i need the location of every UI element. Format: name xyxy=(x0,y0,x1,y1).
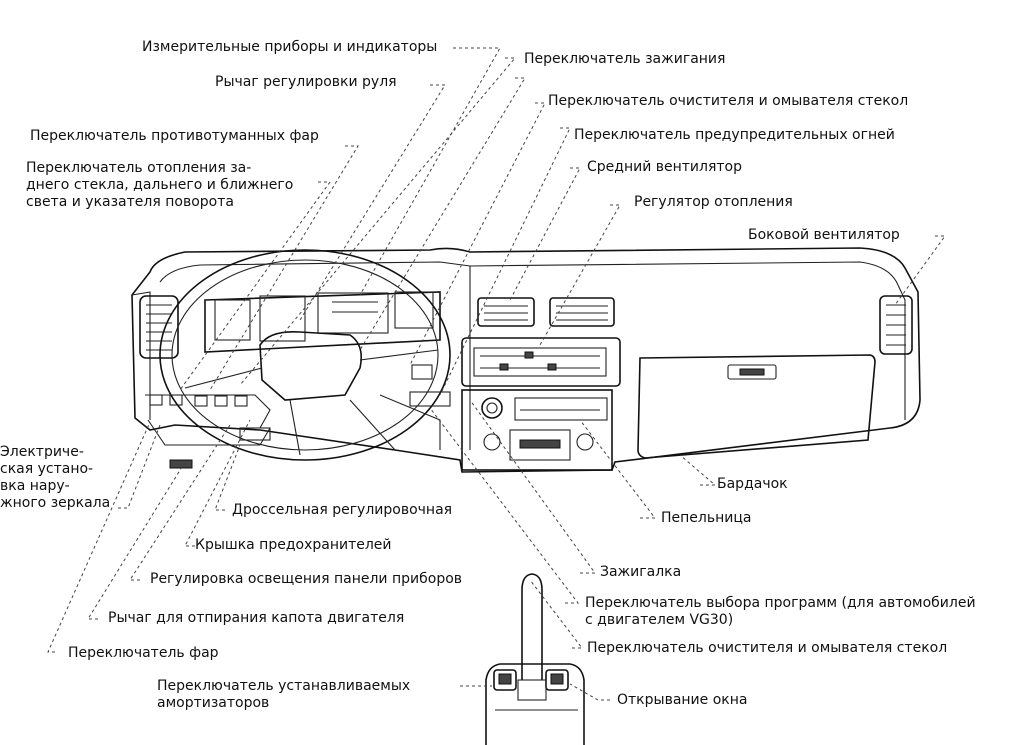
label-program: Переключатель выбора программ (для автом… xyxy=(585,595,976,628)
label-throttle: Дроссельная регулировочная xyxy=(232,502,453,518)
center-console xyxy=(409,364,613,471)
label-mirror: Электриче- ская устано- вка нару- жного … xyxy=(0,444,111,511)
lower-left-panel xyxy=(145,394,441,469)
label-hood: Рычаг для отпирания капота двигателя xyxy=(108,610,405,626)
label-window: Открывание окна xyxy=(617,692,748,708)
label-headlights: Переключатель фар xyxy=(68,645,219,661)
leader-lines xyxy=(47,47,946,701)
label-ashtray: Пепельница xyxy=(661,510,752,526)
label-panel-light: Регулировка освещения панели приборов xyxy=(150,571,463,587)
heater-control-panel xyxy=(461,337,621,387)
label-lighter: Зажигалка xyxy=(600,564,682,580)
label-wiper-bottom: Переключатель очистителя и омывателя сте… xyxy=(587,640,948,656)
gear-console xyxy=(485,573,585,745)
label-fog: Переключатель противотуманных фар xyxy=(30,128,319,144)
label-center-vent: Средний вентилятор xyxy=(587,159,743,175)
label-shock: Переключатель устанавливаемых амортизато… xyxy=(157,678,411,711)
right-side-vent xyxy=(879,295,913,355)
label-fuse-cover: Крышка предохранителей xyxy=(195,537,392,553)
label-glovebox: Бардачок xyxy=(717,476,788,492)
label-ignition: Переключатель зажигания xyxy=(524,51,726,67)
steering-wheel xyxy=(159,249,451,461)
instrument-cluster xyxy=(204,291,441,353)
center-vents xyxy=(477,297,615,327)
glovebox-outline xyxy=(637,354,876,459)
label-instruments: Измерительные приборы и индикаторы xyxy=(142,39,438,55)
label-steering-lever: Рычаг регулировки руля xyxy=(215,74,397,90)
label-heater-control: Регулятор отопления xyxy=(634,194,793,210)
label-side-vent: Боковой вентилятор xyxy=(748,227,900,243)
label-heater-switch: Переключатель отопления за- днего стекла… xyxy=(26,160,294,210)
dashboard-outline xyxy=(131,247,921,473)
label-wiper-top: Переключатель очистителя и омывателя сте… xyxy=(548,93,909,109)
label-hazard: Переключатель предупредительных огней xyxy=(574,127,895,143)
